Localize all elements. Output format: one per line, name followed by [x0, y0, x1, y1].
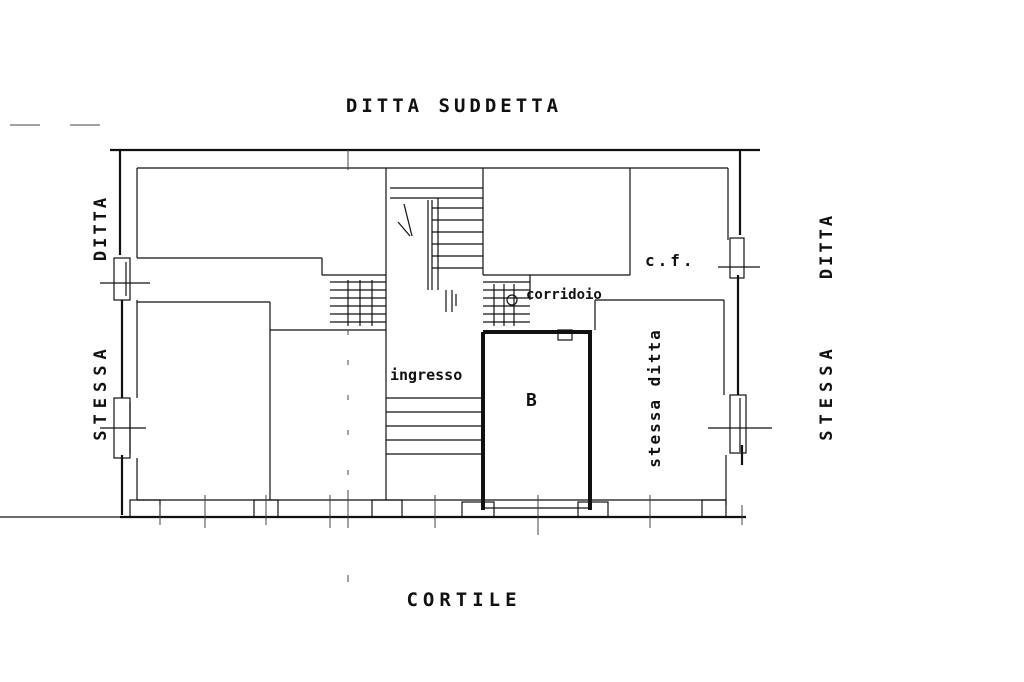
label-ingresso: ingresso: [390, 366, 462, 384]
label-left-stessa: STESSA: [91, 343, 111, 440]
label-room-b: B: [526, 390, 537, 411]
label-top-ditta-suddetta: DITTA SUDDETTA: [346, 95, 562, 117]
label-cf: c.f.: [645, 251, 696, 270]
label-bottom-cortile: CORTILE: [406, 589, 521, 611]
label-right-stessa: STESSA: [817, 343, 837, 440]
pillars: [129, 499, 727, 518]
label-right-ditta: DITTA: [817, 213, 837, 279]
outer-walls: [0, 148, 760, 519]
grid-marks: [10, 124, 743, 582]
label-left-ditta: DITTA: [91, 195, 111, 261]
right-windows: [708, 237, 772, 454]
label-corridoio: corridoio: [526, 287, 602, 303]
label-stessa-ditta-vertical: stessa ditta: [645, 328, 664, 468]
left-windows: [100, 257, 150, 459]
labels: DITTA SUDDETTA CORTILE DITTA STESSA DITT…: [91, 95, 837, 611]
interior-walls: [137, 168, 724, 510]
main-staircase: [386, 187, 483, 455]
side-stairs: [322, 274, 531, 326]
